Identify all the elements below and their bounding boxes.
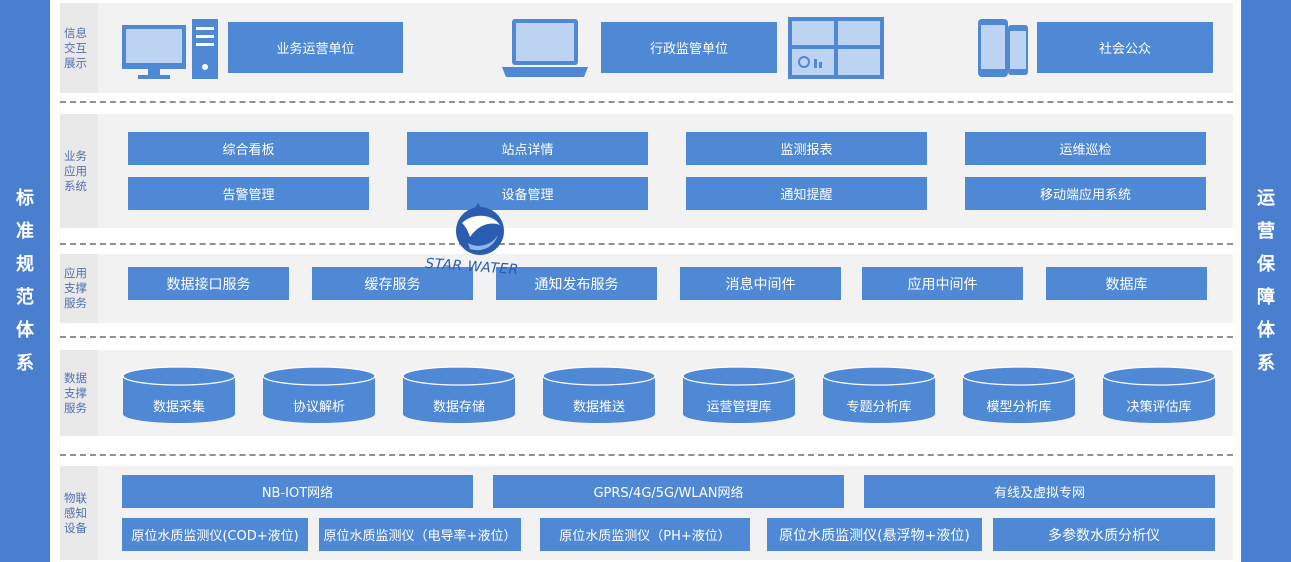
layer-info-display: 信息交互展示 业务运营单位 行政监管单位	[60, 3, 1233, 93]
database-cylinder: 数据存储	[402, 366, 516, 424]
service-box: 应用中间件	[862, 267, 1023, 300]
laptop-icon	[502, 19, 588, 77]
service-box: 数据库	[1046, 267, 1207, 300]
side-char: 体	[16, 320, 34, 341]
app-box: 站点详情	[407, 132, 648, 165]
network-box: 有线及虚拟专网	[864, 475, 1215, 508]
layer-business-apps: 业务应用系统 综合看板 站点详情 监测报表 运维巡检 告警管理 设备管理 通知提…	[60, 114, 1233, 228]
device-box: 原位水质监测仪(COD+液位)	[122, 518, 308, 551]
layer-label: 信息交互展示	[60, 3, 98, 93]
app-box: 告警管理	[128, 177, 369, 210]
side-char: 范	[16, 287, 34, 308]
desktop-computer-icon	[122, 19, 218, 79]
side-char: 保	[1257, 254, 1275, 275]
database-cylinder: 运营管理库	[682, 366, 796, 424]
device-box: 多参数水质分析仪	[993, 518, 1215, 551]
database-cylinder: 协议解析	[262, 366, 376, 424]
layer-label: 应用支撑服务	[60, 254, 98, 323]
app-box: 设备管理	[407, 177, 648, 210]
app-box: 综合看板	[128, 132, 369, 165]
service-box: 缓存服务	[312, 267, 473, 300]
layer-content: 业务运营单位 行政监管单位 社会公众	[104, 3, 1233, 93]
layer-divider	[60, 454, 1233, 456]
layer-divider	[60, 101, 1233, 103]
mobile-devices-icon	[978, 19, 1028, 77]
device-box: 原位水质监测仪(悬浮物+液位)	[767, 518, 982, 551]
layer-content: 数据接口服务 缓存服务 通知发布服务 消息中间件 应用中间件 数据库	[104, 254, 1233, 323]
database-cylinder: 模型分析库	[962, 366, 1076, 424]
layer-label: 物联感知设备	[60, 466, 98, 560]
left-side-banner: 标 准 规 范 体 系	[0, 0, 50, 562]
layer-data-support: 数据支撑服务 数据采集 协议解析 数据存储 数据推送 运营管理库 专题分析库 模…	[60, 350, 1233, 436]
info-box: 行政监管单位	[601, 22, 777, 73]
layer-divider	[60, 336, 1233, 338]
dashboard-screen-icon	[788, 17, 884, 79]
right-side-banner: 运 营 保 障 体 系	[1241, 0, 1291, 562]
layer-label: 业务应用系统	[60, 114, 98, 228]
star-water-logo-icon	[456, 203, 504, 255]
layer-content: 数据采集 协议解析 数据存储 数据推送 运营管理库 专题分析库 模型分析库 决	[104, 350, 1233, 436]
layer-content: NB-IOT网络 GPRS/4G/5G/WLAN网络 有线及虚拟专网 原位水质监…	[104, 466, 1233, 560]
device-box: 原位水质监测仪（PH+液位）	[540, 518, 750, 551]
side-char: 系	[16, 353, 34, 374]
layer-iot-devices: 物联感知设备 NB-IOT网络 GPRS/4G/5G/WLAN网络 有线及虚拟专…	[60, 466, 1233, 560]
side-char: 体	[1257, 320, 1275, 341]
info-box: 业务运营单位	[228, 22, 403, 73]
layer-label: 数据支撑服务	[60, 350, 98, 436]
database-cylinder: 专题分析库	[822, 366, 936, 424]
side-char: 规	[16, 254, 34, 275]
side-char: 系	[1257, 353, 1275, 374]
side-char: 障	[1257, 287, 1275, 308]
service-box: 消息中间件	[680, 267, 841, 300]
app-box: 通知提醒	[686, 177, 927, 210]
network-box: GPRS/4G/5G/WLAN网络	[493, 475, 844, 508]
layer-divider	[60, 243, 1233, 245]
star-water-logo: STAR WATER	[422, 203, 522, 283]
network-box: NB-IOT网络	[122, 475, 473, 508]
database-cylinder: 决策评估库	[1102, 366, 1216, 424]
service-box: 通知发布服务	[496, 267, 657, 300]
device-box: 原位水质监测仪（电导率+液位）	[319, 518, 521, 551]
side-char: 营	[1257, 221, 1275, 242]
service-box: 数据接口服务	[128, 267, 289, 300]
app-box: 监测报表	[686, 132, 927, 165]
database-cylinder: 数据采集	[122, 366, 236, 424]
side-char: 标	[16, 188, 34, 209]
side-char: 准	[16, 221, 34, 242]
info-box: 社会公众	[1037, 22, 1213, 73]
layer-content: 综合看板 站点详情 监测报表 运维巡检 告警管理 设备管理 通知提醒 移动端应用…	[104, 114, 1233, 228]
side-char: 运	[1257, 188, 1275, 209]
database-cylinder: 数据推送	[542, 366, 656, 424]
app-box: 移动端应用系统	[965, 177, 1206, 210]
app-box: 运维巡检	[965, 132, 1206, 165]
layer-app-support: 应用支撑服务 数据接口服务 缓存服务 通知发布服务 消息中间件 应用中间件 数据…	[60, 254, 1233, 323]
